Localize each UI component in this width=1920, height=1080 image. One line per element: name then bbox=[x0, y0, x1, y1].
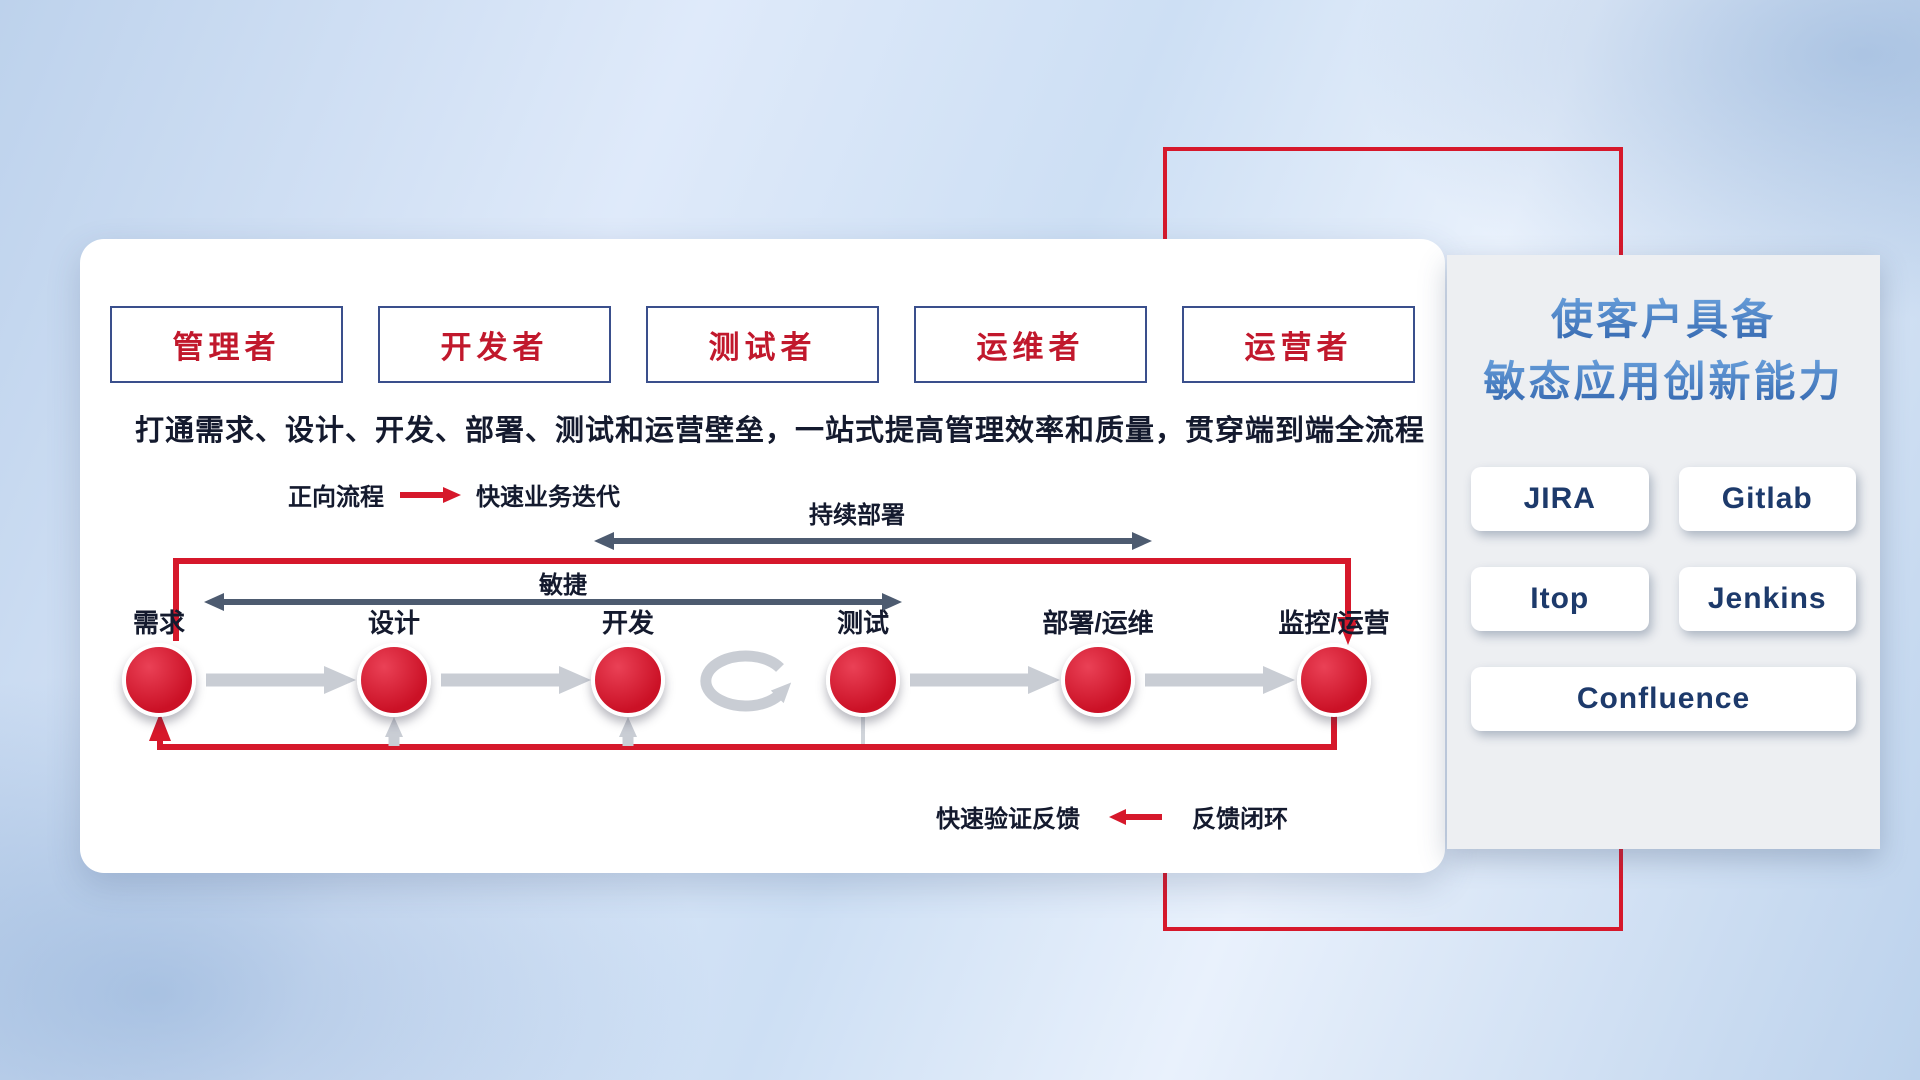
role-box-tester: 测试者 bbox=[646, 306, 879, 383]
stage-development: 开发 bbox=[548, 607, 708, 717]
tool-row: JIRA Gitlab bbox=[1471, 467, 1856, 531]
stage-node-icon bbox=[122, 643, 196, 717]
feedback-legend-label: 快速验证反馈 bbox=[936, 806, 1080, 833]
tool-button-itop: Itop bbox=[1471, 567, 1649, 631]
tool-button-jenkins: Jenkins bbox=[1678, 567, 1856, 631]
stage-label: 开发 bbox=[601, 608, 654, 638]
stage-label: 需求 bbox=[132, 608, 185, 638]
agile-label: 敏捷 bbox=[539, 572, 587, 599]
description-text: 打通需求、设计、开发、部署、测试和运营壁垒，一站式提高管理效率和质量，贯穿端到端… bbox=[135, 415, 1426, 447]
stage-node-icon bbox=[1061, 643, 1135, 717]
forward-legend-label: 正向流程 bbox=[288, 484, 384, 511]
stage-monitor-operation: 监控/运营 bbox=[1254, 607, 1414, 717]
stage-node-icon bbox=[591, 643, 665, 717]
role-box-operator: 运营者 bbox=[1182, 306, 1415, 383]
stage-node-icon bbox=[1297, 643, 1371, 717]
devops-flow-panel: 管理者 开发者 测试者 运维者 运营者 打通需求、设计、开发、部署、测试和运营壁… bbox=[80, 239, 1445, 873]
stage-label: 部署/运维 bbox=[1042, 608, 1154, 638]
stage-testing: 测试 bbox=[783, 607, 943, 717]
forward-legend-value: 快速业务迭代 bbox=[476, 484, 620, 511]
forward-arrow-icon bbox=[400, 486, 461, 503]
stage-node-icon bbox=[826, 643, 900, 717]
role-box-developer: 开发者 bbox=[378, 306, 611, 383]
forward-loop-line bbox=[173, 558, 1359, 645]
stage-label: 测试 bbox=[836, 608, 889, 638]
forward-legend: 正向流程 快速业务迭代 bbox=[288, 477, 620, 512]
tool-row: Confluence bbox=[1471, 667, 1856, 731]
capability-panel: 使客户具备 敏态应用创新能力 JIRA Gitlab Itop Jenkins … bbox=[1447, 255, 1880, 849]
tool-row: Itop Jenkins bbox=[1471, 567, 1856, 631]
iteration-loop-icon bbox=[700, 650, 792, 712]
role-box-manager: 管理者 bbox=[110, 306, 343, 383]
capability-title-line1: 使客户具备 bbox=[1447, 289, 1880, 351]
role-boxes-row: 管理者 开发者 测试者 运维者 运营者 bbox=[110, 306, 1415, 383]
stage-deploy-ops: 部署/运维 bbox=[1018, 607, 1178, 717]
stage-design: 设计 bbox=[314, 607, 474, 717]
stage-label: 设计 bbox=[367, 608, 420, 638]
role-box-ops: 运维者 bbox=[914, 306, 1147, 383]
capability-title: 使客户具备 敏态应用创新能力 bbox=[1447, 289, 1880, 413]
feedback-loop-line bbox=[149, 713, 1337, 750]
flow-diagram-lines bbox=[149, 532, 1359, 750]
capability-title-line2: 敏态应用创新能力 bbox=[1447, 351, 1880, 413]
continuous-deploy-label: 持续部署 bbox=[809, 502, 905, 529]
stage-node-icon bbox=[357, 643, 431, 717]
feedback-legend: 快速验证反馈 反馈闭环 bbox=[936, 799, 1288, 834]
stage-label: 监控/运营 bbox=[1278, 608, 1390, 638]
feedback-legend-value: 反馈闭环 bbox=[1192, 806, 1288, 833]
tool-button-jira: JIRA bbox=[1471, 467, 1649, 531]
stage-requirement: 需求 bbox=[79, 607, 239, 717]
tool-button-confluence: Confluence bbox=[1471, 667, 1856, 731]
tool-list: JIRA Gitlab Itop Jenkins Confluence bbox=[1471, 467, 1856, 731]
feedback-arrow-icon bbox=[1109, 808, 1162, 825]
tool-button-gitlab: Gitlab bbox=[1678, 467, 1856, 531]
